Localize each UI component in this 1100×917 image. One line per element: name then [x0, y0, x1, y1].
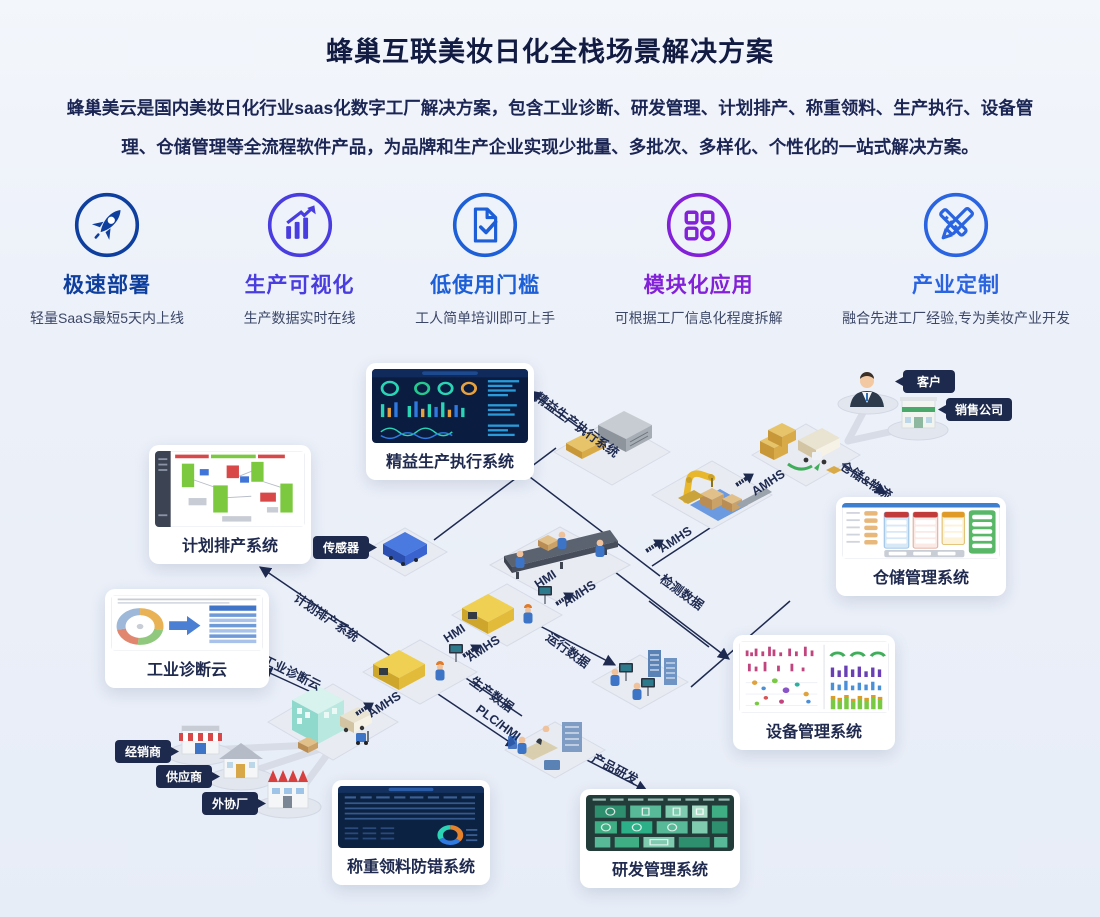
distributor-node [166, 725, 234, 766]
card-weighing: 称重领料防错系统 [332, 780, 490, 885]
svg-text:销售公司: 销售公司 [955, 402, 1003, 417]
card-label: 计划排产系统 [181, 538, 278, 555]
line-inspection-data [614, 571, 730, 660]
supplier-node [207, 743, 275, 791]
modules-grid-icon [666, 192, 731, 258]
mes-dashboard-screenshot [372, 369, 528, 443]
card-industrial-diagnosis: 工业诊断云 [105, 589, 269, 688]
flow-label-hmi: HMI [441, 621, 468, 645]
packing-line-node [488, 526, 632, 604]
feature-title: 低使用门槛 [430, 274, 541, 297]
feature-subtitle: 生产数据实时在线 [243, 310, 356, 326]
diagnosis-screenshot [111, 595, 263, 651]
feature-production-visual: 生产可视化 生产数据实时在线 [244, 191, 356, 328]
line-plc-hmi [431, 689, 518, 748]
features-row: 极速部署 轻量SaaS最短5天内上线 生产可视化 生产数据实时在线 [30, 191, 1070, 328]
feature-title: 极速部署 [63, 274, 152, 297]
card-label: 研发管理系统 [611, 862, 708, 879]
rd-screenshot [586, 795, 734, 851]
feature-subtitle: 工人简单培训即可上手 [415, 310, 556, 326]
filling-machine-2-node [361, 639, 479, 705]
feature-title: 产业定制 [912, 274, 1001, 297]
flow-label-inspection-data: 检测数据 [657, 571, 707, 613]
badge-sales-company: 销售公司 [938, 398, 1012, 421]
badge-supplier: 供应商 [156, 765, 220, 788]
page-title: 蜂巢互联美妆日化全栈场景解决方案 [326, 37, 774, 67]
flow-label-amhs: AMHS [464, 633, 502, 665]
lattice-line [504, 457, 661, 577]
equipment-screenshot [739, 641, 889, 713]
card-wms: 仓储管理系统 [836, 497, 1006, 596]
lattice-line [648, 600, 710, 648]
sensor-node [361, 527, 449, 577]
filling-machine-1-node [450, 583, 564, 647]
sales-company-node [887, 397, 949, 441]
svg-text:传感器: 传感器 [322, 540, 360, 555]
feature-subtitle: 融合先进工厂经验,专为美妆产业开发 [842, 310, 1070, 326]
svg-text:经销商: 经销商 [125, 744, 161, 759]
aps-screenshot [155, 451, 305, 527]
lattice-line [433, 447, 557, 541]
server-room-node [590, 650, 690, 710]
feature-subtitle: 可根据工厂信息化程度拆解 [614, 310, 783, 326]
bar-chart-rise-icon [267, 192, 332, 258]
card-rd-management: 研发管理系统 [580, 789, 740, 888]
flow-label-product-rd: 产品研发 [590, 750, 642, 787]
svg-text:客户: 客户 [916, 374, 941, 389]
svg-text:供应商: 供应商 [165, 769, 202, 784]
card-label: 设备管理系统 [765, 724, 862, 741]
card-label: 工业诊断云 [146, 662, 227, 679]
badge-customer: 客户 [895, 370, 955, 393]
card-aps: 计划排产系统 [149, 445, 311, 564]
packaging-machine-node [552, 411, 672, 486]
feature-low-barrier: 低使用门槛 工人简单培训即可上手 [415, 191, 555, 328]
badge-outsourced-factory: 外协厂 [202, 792, 266, 815]
rocket-icon [74, 192, 140, 258]
card-label: 称重领料防错系统 [346, 859, 475, 876]
customer-node [837, 372, 899, 415]
card-mes: 精益生产执行系统 [366, 363, 534, 480]
warehouse-logistics-node [750, 423, 862, 487]
flow-label-aps: 计划排产系统 [291, 590, 362, 645]
card-equipment: 设备管理系统 [733, 635, 895, 750]
badge-sensor: 传感器 [313, 536, 377, 559]
line-to-rd-card [576, 754, 649, 792]
header: 蜂巢互联美妆日化全栈场景解决方案 蜂巢美云是国内美妆日化行业saas化数字工厂解… [0, 0, 1100, 167]
rd-lab-node [503, 721, 607, 779]
feature-rapid-deploy: 极速部署 轻量SaaS最短5天内上线 [30, 191, 184, 328]
feature-title: 模块化应用 [643, 274, 754, 297]
robot-arm-node [650, 460, 774, 530]
card-label: 精益生产执行系统 [385, 454, 514, 471]
card-label: 仓储管理系统 [872, 570, 969, 587]
page-description: 蜂巢美云是国内美妆日化行业saas化数字工厂解决方案，包含工业诊断、研发管理、计… [66, 98, 1034, 157]
line-to-aps-card [259, 566, 393, 658]
feature-title: 生产可视化 [244, 274, 355, 297]
pencil-ruler-icon [923, 192, 989, 258]
weighing-screenshot [338, 786, 484, 848]
factory-logistics-node [267, 683, 399, 761]
feature-modular-app: 模块化应用 可根据工厂信息化程度拆解 [615, 191, 783, 328]
line-run-data [537, 624, 617, 666]
document-check-icon [452, 192, 518, 258]
feature-subtitle: 轻量SaaS最短5天内上线 [30, 310, 185, 326]
flow-lines [259, 390, 888, 792]
svg-text:外协厂: 外协厂 [212, 796, 248, 811]
wms-screenshot [842, 503, 1000, 559]
feature-industry-custom: 产业定制 融合先进工厂经验,专为美妆产业开发 [842, 191, 1070, 328]
badge-distributor: 经销商 [115, 740, 179, 763]
outsourced-factory-node [254, 770, 322, 819]
lattice-line [651, 525, 714, 567]
